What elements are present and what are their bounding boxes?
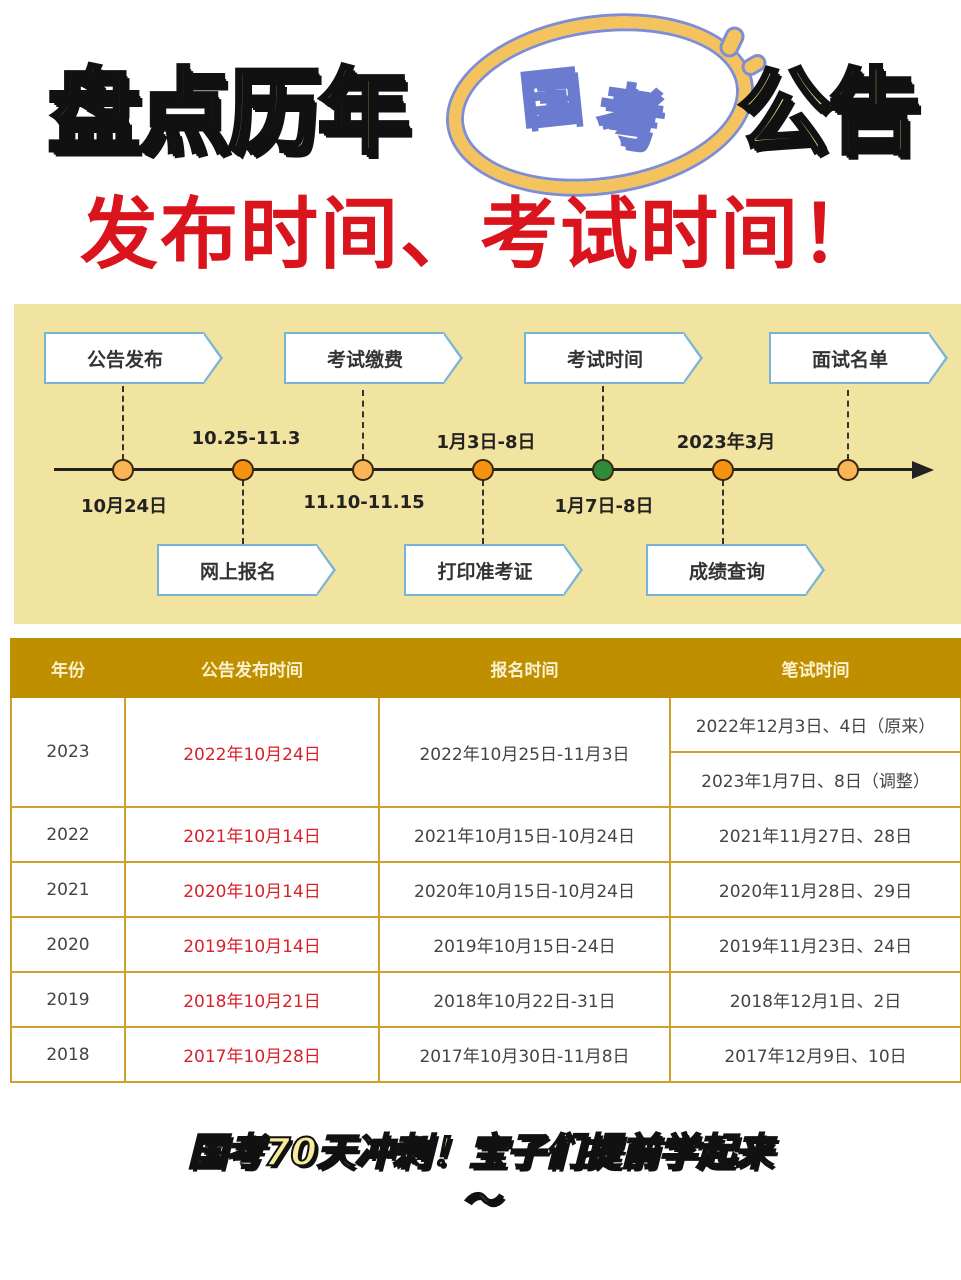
cell-register: 2022年10月25日-11月3日: [378, 696, 671, 808]
title-left: 盘点历年: [46, 57, 412, 168]
connector-line: [122, 386, 124, 460]
footer-line1: 国考70天冲刺！宝子们提前学起来: [187, 1129, 774, 1175]
timeline-dot: [112, 459, 134, 481]
header-year: 年份: [10, 638, 126, 698]
cell-announce: 2019年10月14日: [124, 916, 380, 973]
footer-slogan: 国考70天冲刺！宝子们提前学起来 ～: [0, 1128, 961, 1224]
table-header-row: 年份 公告发布时间 报名时间 笔试时间: [10, 638, 961, 698]
subtitle: 发布时间、考试时间！: [80, 190, 881, 280]
timeline-date-label: 1月3日-8日: [436, 432, 536, 453]
cell-exam: 2017年12月9日、10日: [669, 1026, 961, 1083]
timeline-box-score-query: 成绩查询: [646, 544, 825, 596]
title-right: 公告: [736, 57, 922, 168]
timeline-box-announce: 公告发布: [44, 332, 223, 384]
timeline-box-exam-time: 考试时间: [524, 332, 703, 384]
timeline-date-label: 10.25-11.3: [191, 428, 301, 449]
timeline-box-interview: 面试名单: [769, 332, 948, 384]
cell-year: 2018: [10, 1026, 126, 1083]
cell-year: 2022: [10, 806, 126, 863]
cell-register: 2020年10月15日-10月24日: [378, 861, 671, 918]
timeline-dot: [352, 459, 374, 481]
cell-year: 2019: [10, 971, 126, 1028]
cell-exam: 2023年1月7日、8日（调整）: [669, 751, 961, 808]
cell-register: 2019年10月15日-24日: [378, 916, 671, 973]
header-announce: 公告发布时间: [124, 638, 380, 698]
cell-register: 2017年10月30日-11月8日: [378, 1026, 671, 1083]
connector-line: [722, 480, 724, 544]
table-row: 2022 2021年10月14日 2021年10月15日-10月24日 2021…: [10, 806, 961, 863]
cell-register: 2021年10月15日-10月24日: [378, 806, 671, 863]
connector-line: [847, 390, 849, 460]
timeline-dot: [837, 459, 859, 481]
badge-char-guo: 国: [516, 60, 586, 139]
cell-exam: 2022年12月3日、4日（原来）: [669, 696, 961, 753]
cell-announce: 2017年10月28日: [124, 1026, 380, 1083]
cell-announce: 2020年10月14日: [124, 861, 380, 918]
timeline-dot: [472, 459, 494, 481]
timeline-diagram: 公告发布 考试缴费 考试时间 面试名单 网上报名 打印准考证 成绩查询 10.2…: [14, 304, 961, 624]
timeline-box-payment: 考试缴费: [284, 332, 463, 384]
table-row: 2023年1月7日、8日（调整）: [11, 751, 961, 808]
timeline-date-label: 1月7日-8日: [554, 496, 654, 517]
cell-register: 2018年10月22日-31日: [378, 971, 671, 1028]
badge-char-kao: 考: [591, 73, 670, 161]
table-row: 2019 2018年10月21日 2018年10月22日-31日 2018年12…: [10, 971, 961, 1028]
timeline-box-register: 网上报名: [157, 544, 336, 596]
cell-announce: 2022年10月24日: [124, 696, 380, 808]
timeline-dot: [712, 459, 734, 481]
schedule-table: 年份 公告发布时间 报名时间 笔试时间 2023 2022年10月24日 202…: [10, 638, 961, 1083]
timeline-date-label: 11.10-11.15: [303, 492, 425, 513]
table-row: 2018 2017年10月28日 2017年10月30日-11月8日 2017年…: [10, 1026, 961, 1083]
cell-year: 2020: [10, 916, 126, 973]
cell-year: 2021: [10, 861, 126, 918]
cell-announce: 2018年10月21日: [124, 971, 380, 1028]
timeline-dot-exam: [592, 459, 614, 481]
cell-exam: 2021年11月27日、28日: [669, 806, 961, 863]
arrow-right-icon: [912, 461, 934, 479]
connector-line: [242, 480, 244, 544]
header-exam: 笔试时间: [669, 638, 961, 698]
table-row: 2023 2022年10月24日 2022年10月25日-11月3日 2022年…: [10, 696, 961, 808]
cell-exam: 2018年12月1日、2日: [669, 971, 961, 1028]
connector-line: [602, 386, 604, 460]
hero-banner: 盘点历年 国 考 公告 发布时间、考试时间！: [0, 0, 961, 280]
connector-line: [362, 390, 364, 460]
timeline-box-print-ticket: 打印准考证: [404, 544, 583, 596]
connector-line: [482, 480, 484, 544]
cell-exam: 2019年11月23日、24日: [669, 916, 961, 973]
timeline-date-label: 2023年3月: [676, 432, 776, 453]
footer-tilde: ～: [460, 1177, 500, 1223]
cell-announce: 2021年10月14日: [124, 806, 380, 863]
header-register: 报名时间: [378, 638, 671, 698]
table-row: 2021 2020年10月14日 2020年10月15日-10月24日 2020…: [10, 861, 961, 918]
table-row: 2020 2019年10月14日 2019年10月15日-24日 2019年11…: [10, 916, 961, 973]
cell-year: 2023: [10, 696, 126, 808]
timeline-date-label: 10月24日: [80, 496, 168, 517]
cell-exam: 2020年11月28日、29日: [669, 861, 961, 918]
timeline-dot: [232, 459, 254, 481]
